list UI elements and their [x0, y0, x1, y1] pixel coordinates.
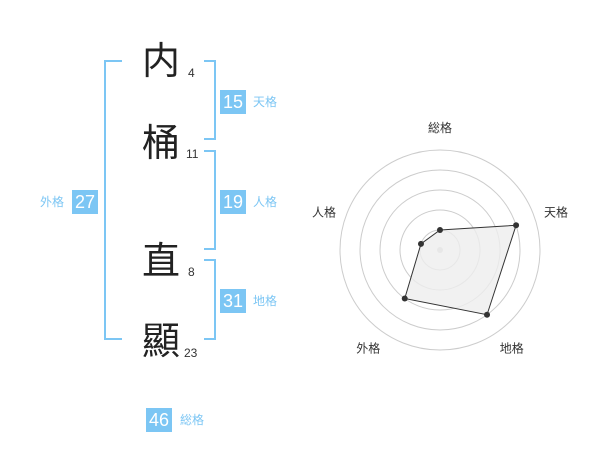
gaikaku-label: 外格	[40, 195, 65, 209]
radar-point-2	[513, 222, 520, 229]
stroke-count-1: 4	[188, 66, 195, 80]
radar-axis-label-4: 外格	[356, 341, 380, 356]
jinkaku-label: 人格	[253, 195, 278, 209]
radar-axis-label-3: 地格	[500, 341, 524, 356]
radar-axis-label-1: 総格	[428, 120, 452, 135]
radar-axis-label-2: 天格	[544, 204, 568, 219]
radar-point-4	[401, 295, 408, 302]
radar-point-1	[437, 227, 443, 233]
radar-ring-4	[359, 169, 521, 331]
jinkaku-value: 19	[220, 190, 247, 214]
chikaku-bracket	[204, 259, 216, 340]
soukaku-label: 総格	[180, 413, 205, 427]
gaikaku-bracket	[104, 60, 122, 340]
name-char-1: 内	[142, 39, 181, 83]
tenkaku-value: 15	[220, 90, 247, 114]
stroke-count-3: 8	[188, 265, 195, 279]
radar-data-polygon	[404, 224, 517, 316]
radar-axis-label-5: 人格	[312, 204, 336, 219]
gaikaku-value: 27	[72, 190, 99, 214]
tenkaku-bracket	[204, 60, 216, 140]
name-char-3: 直	[142, 239, 181, 283]
radar-point-3	[484, 311, 491, 318]
stroke-count-2: 11	[186, 147, 199, 161]
name-char-2: 桶	[142, 121, 181, 165]
soukaku-value: 46	[146, 408, 173, 432]
radar-ring-5	[339, 149, 541, 351]
chikaku-value: 31	[220, 289, 247, 313]
jinkaku-bracket	[204, 150, 216, 250]
stroke-count-4: 23	[184, 346, 198, 360]
name-char-4: 顯	[142, 319, 181, 363]
radar-point-5	[417, 240, 424, 247]
tenkaku-label: 天格	[253, 95, 278, 109]
chikaku-label: 地格	[253, 294, 278, 308]
